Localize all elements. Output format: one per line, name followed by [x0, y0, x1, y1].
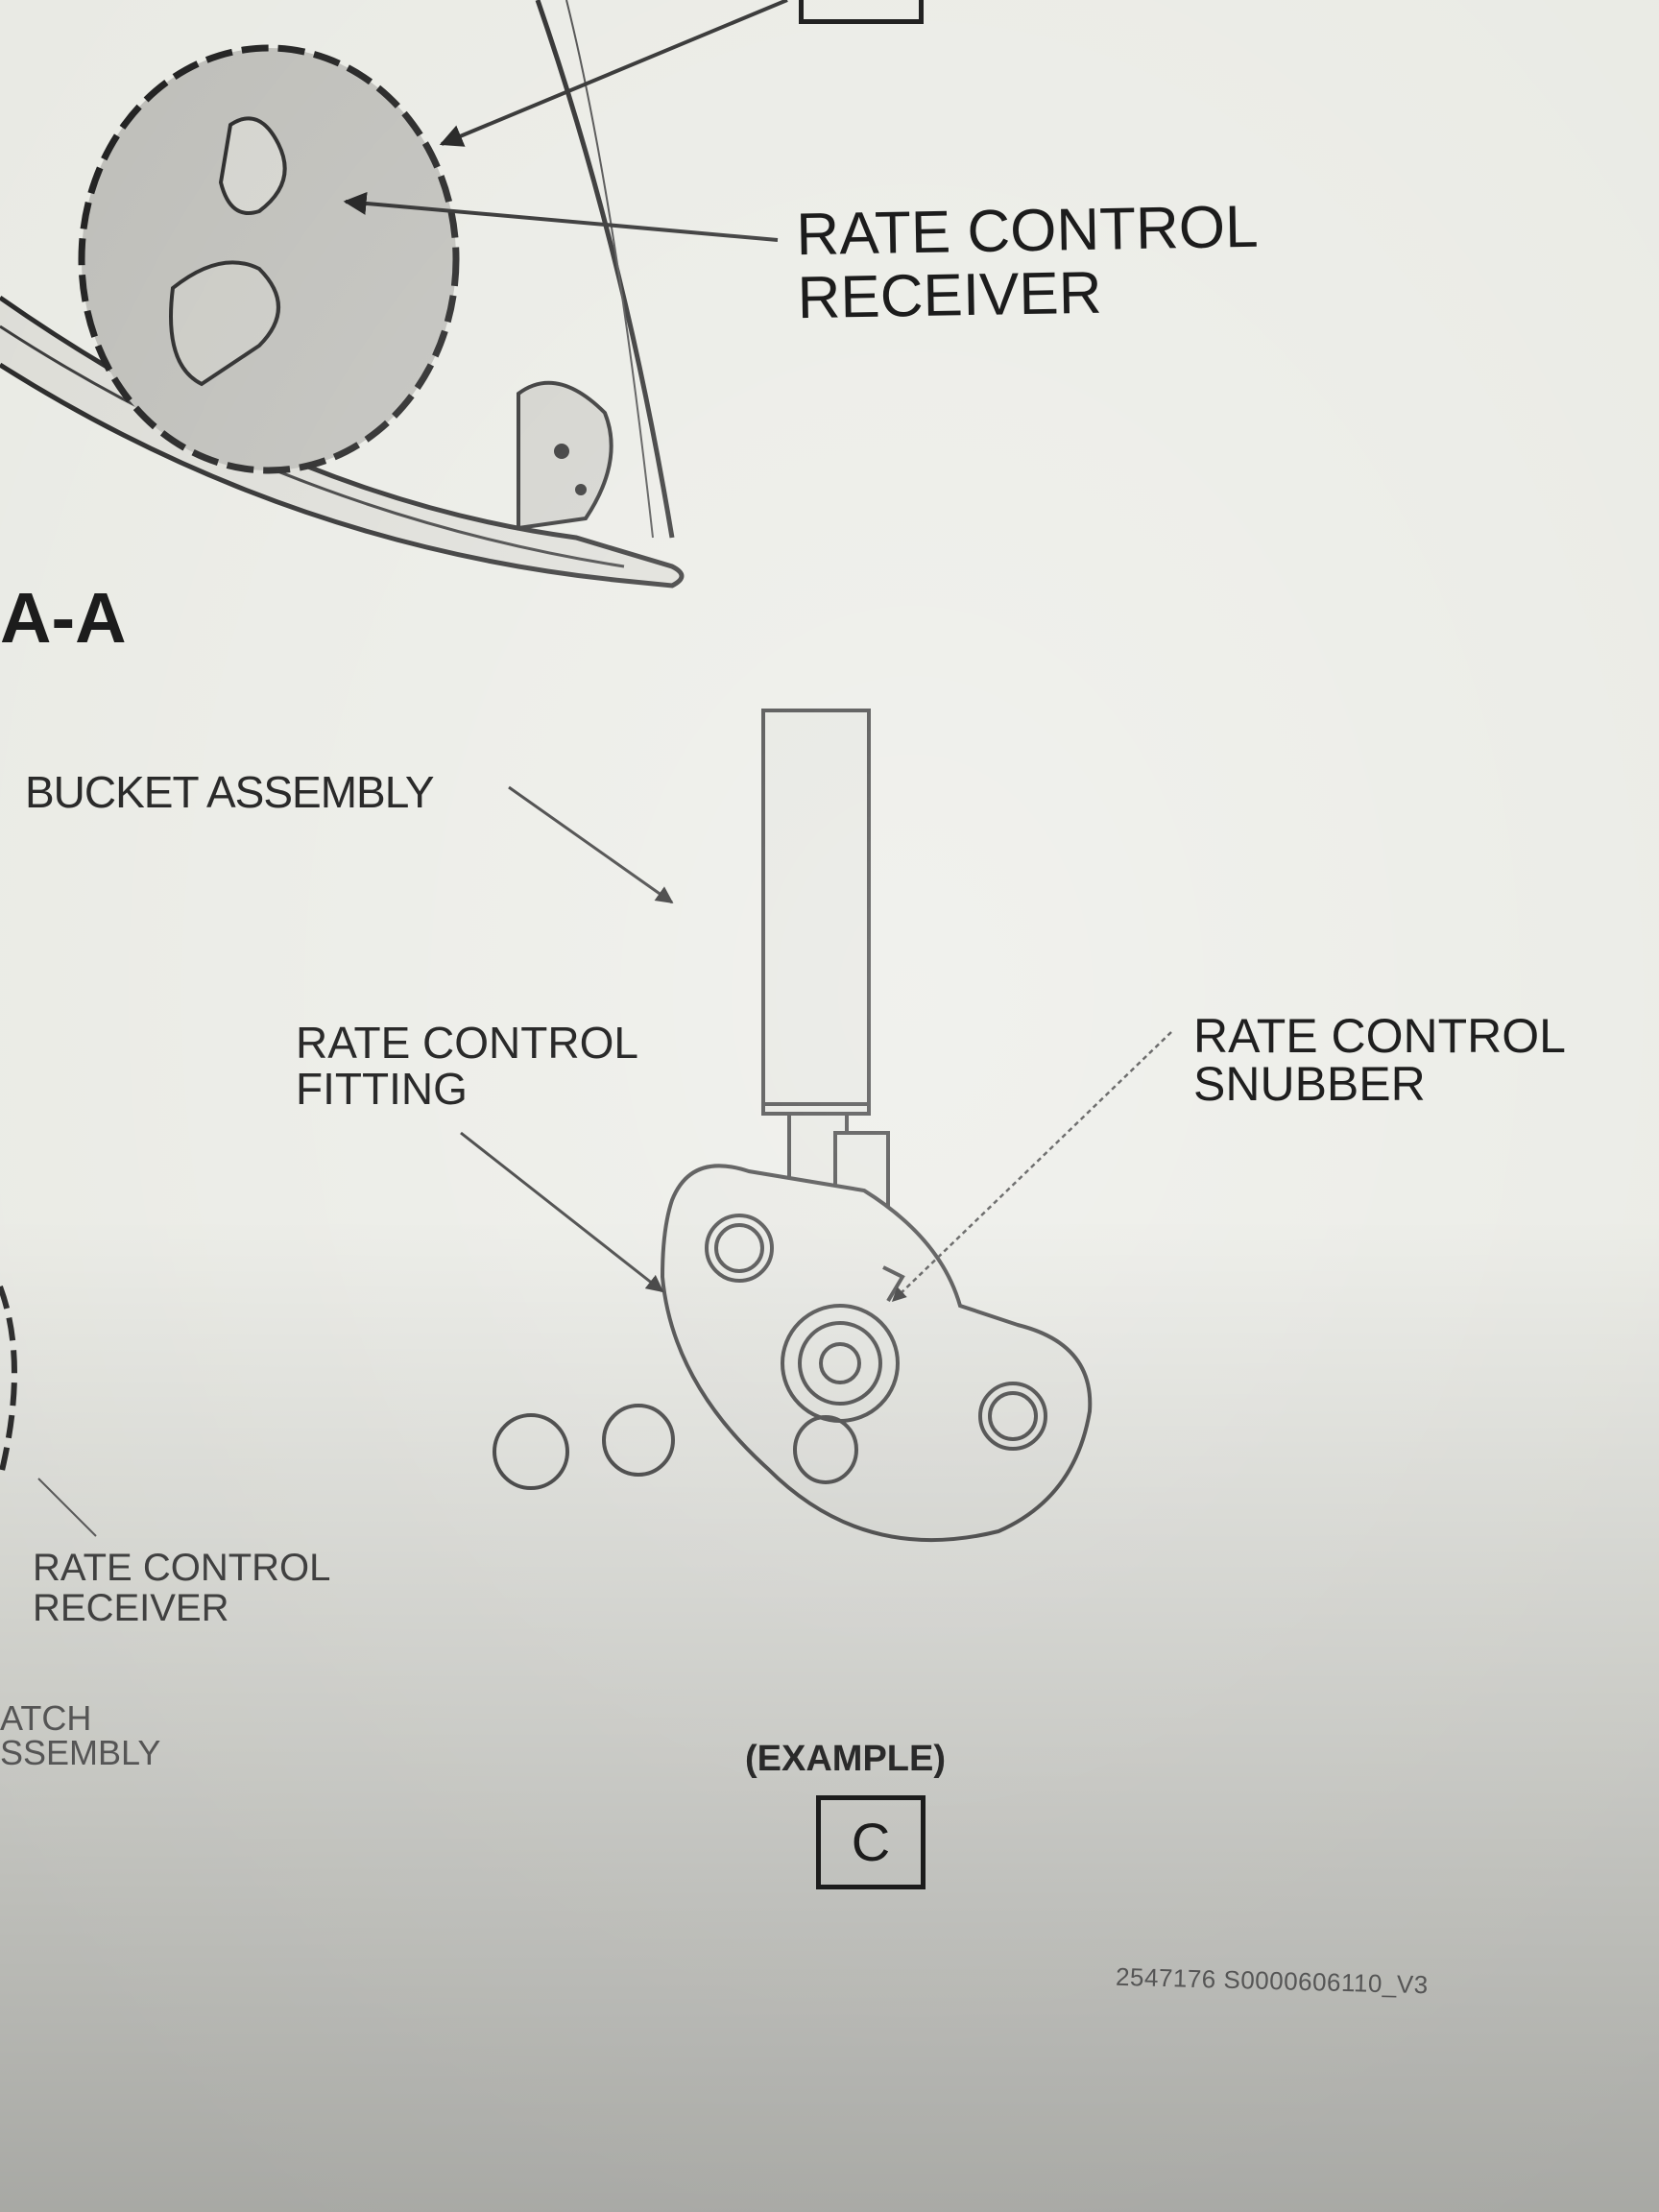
rate-control-receiver-label-bottom: RATE CONTROL RECEIVER [33, 1547, 331, 1629]
example-caption: (EXAMPLE) [745, 1739, 946, 1779]
latch-assembly-label: ATCH SSEMBLY [0, 1701, 161, 1770]
rate-control-receiver-label-top: RATE CONTROL RECEIVER [795, 193, 1260, 332]
rate-control-fitting-label: RATE CONTROL FITTING [296, 1018, 638, 1114]
section-aa-title: A-A [0, 578, 127, 658]
rate-control-snubber-label: RATE CONTROL SNUBBER [1193, 1009, 1566, 1111]
view-c-box: C [816, 1795, 926, 1889]
bucket-assembly-label: BUCKET ASSEMBLY [25, 767, 435, 817]
top-view-box [799, 0, 924, 24]
